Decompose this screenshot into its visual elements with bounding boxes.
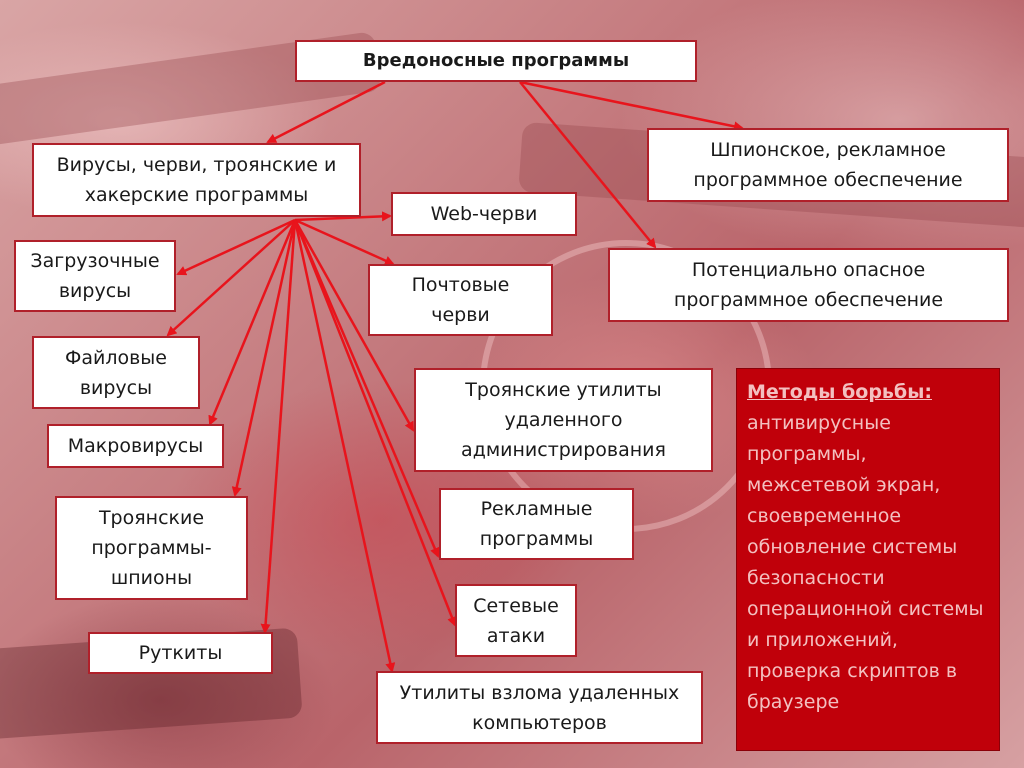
root-node-label: Вредоносные программы (362, 50, 630, 71)
arrow-hub-file-viruses (166, 219, 296, 337)
boot-viruses-node: Загрузочные вирусы (14, 240, 176, 312)
mail-worms-label: Почтовые черви (411, 274, 510, 326)
file-viruses-node: Файловые вирусы (32, 336, 200, 409)
adware-label: Рекламные программы (479, 498, 594, 550)
group-viruses-node: Вирусы, черви, троянские и хакерские про… (32, 143, 361, 217)
web-worms-node: Web-черви (391, 192, 577, 236)
trojan-spies-label: Троянские программы- шпионы (91, 507, 212, 589)
remote-hacking-node: Утилиты взлома удаленных компьютеров (376, 671, 703, 744)
adware-node: Рекламные программы (439, 488, 634, 560)
protection-methods-text: антивирусные программы, межсетевой экран… (747, 412, 984, 713)
arrow-root-potential (519, 81, 657, 249)
group-potential-label: Потенциально опасное программное обеспеч… (673, 259, 944, 311)
group-spyware-label: Шпионское, рекламное программное обеспеч… (693, 139, 963, 191)
network-attacks-label: Сетевые атаки (473, 594, 559, 647)
trojan-admin-label: Троянские утилиты удаленного администрир… (461, 379, 666, 461)
protection-methods-panel: Методы борьбы: антивирусные программы, м… (736, 368, 1000, 751)
macroviruses-node: Макровирусы (47, 424, 224, 468)
file-viruses-label: Файловые вирусы (64, 346, 167, 399)
boot-viruses-label: Загрузочные вирусы (30, 250, 160, 302)
mail-worms-node: Почтовые черви (368, 264, 553, 336)
macroviruses-label: Макровирусы (67, 435, 204, 457)
arrow-root-viruses (266, 80, 386, 144)
arrow-root-spyware (519, 80, 744, 132)
arrow-hub-boot-viruses (176, 218, 296, 276)
rootkits-node: Руткиты (88, 632, 273, 674)
group-potential-node: Потенциально опасное программное обеспеч… (608, 248, 1009, 322)
group-viruses-label: Вирусы, черви, троянские и хакерские про… (56, 154, 337, 206)
trojan-spies-node: Троянские программы- шпионы (55, 496, 248, 600)
group-spyware-node: Шпионское, рекламное программное обеспеч… (647, 128, 1009, 202)
trojan-admin-node: Троянские утилиты удаленного администрир… (414, 368, 713, 472)
arrow-hub-network-attacks (293, 219, 457, 627)
arrow-hub-mail-worms (294, 218, 395, 266)
web-worms-label: Web-черви (430, 203, 538, 225)
arrow-hub-web-worms (294, 211, 392, 222)
arrow-hub-trojan-spies (231, 219, 297, 497)
arrow-hub-rootkits (260, 219, 297, 634)
remote-hacking-label: Утилиты взлома удаленных компьютеров (399, 681, 680, 734)
rootkits-label: Руткиты (138, 642, 223, 664)
network-attacks-node: Сетевые атаки (455, 584, 577, 657)
arrow-hub-remote-hacking (293, 219, 396, 673)
arrow-hub-macroviruses (208, 219, 297, 426)
protection-methods-heading: Методы борьбы: (747, 381, 932, 403)
arrow-hub-adware (293, 219, 440, 558)
arrow-hub-trojan-admin (293, 219, 415, 432)
root-node: Вредоносные программы (295, 40, 697, 82)
